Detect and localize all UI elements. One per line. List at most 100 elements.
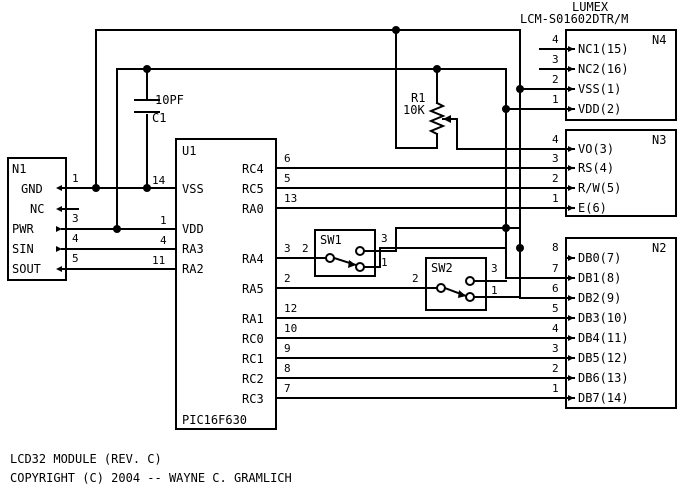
n3-pinnum-4: 1 (552, 192, 559, 205)
potentiometer-r1: R1 10K (395, 29, 567, 150)
sw2-pin-in: 2 (412, 272, 419, 285)
c1-value: 10PF (155, 93, 184, 107)
n1-pin-pwr: PWR (12, 222, 34, 236)
capacitor-c1: 10PF C1 (134, 93, 184, 125)
n2-ref: N2 (652, 241, 666, 255)
n2-pinnum-1: 8 (552, 241, 559, 254)
connector-n4: LUMEX LCM-S01602DTR/M N4 4 3 2 1 NC1(15)… (520, 0, 677, 121)
u1-pin-rc0: RC0 (242, 332, 264, 346)
u1-pin-rc1: RC1 (242, 352, 264, 366)
n1-sin-arrow (56, 246, 62, 252)
n2-pin-db6: DB6(13) (578, 371, 629, 385)
switch-sw1: SW1 2 3 1 (275, 227, 521, 277)
connector-n1: N1 GND NC PWR SIN SOUT (7, 157, 79, 281)
u1-pinnum-ra2: 11 (152, 254, 165, 267)
u1-pin-rc2: RC2 (242, 372, 264, 386)
n1-pinnum-sout: 5 (72, 252, 79, 265)
sw2-pin-b: 1 (491, 284, 498, 297)
schematic-title: LCD32 MODULE (REV. C) (10, 452, 162, 466)
n2-pin-db1: DB1(8) (578, 271, 621, 285)
r1-value: 10K (403, 103, 425, 117)
u1-pinnum-vss: 14 (152, 174, 166, 187)
n1-pinnum-sin: 4 (72, 232, 79, 245)
u1-pin-ra3: RA3 (182, 242, 204, 256)
n1-gnd-arrow (56, 185, 62, 191)
sw1-ref: SW1 (320, 233, 342, 247)
n2-pin-db5: DB5(12) (578, 351, 629, 365)
sw1-pin-in: 2 (302, 242, 309, 255)
n4-pinnum-3: 2 (552, 73, 559, 86)
n3-pin-rs: RS(4) (578, 161, 614, 175)
sw1-pin-b: 1 (381, 256, 388, 269)
u1-pin-ra1: RA1 (242, 312, 264, 326)
c1-ref: C1 (152, 111, 166, 125)
switch-sw2: SW2 2 3 1 (275, 257, 521, 311)
n4-pinnum-2: 3 (552, 53, 559, 66)
n1-pwr-arrow (56, 226, 62, 232)
n2-pinnum-6: 3 (552, 342, 559, 355)
n1-pin-sout: SOUT (12, 262, 41, 276)
n3-pinnum-2: 3 (552, 152, 559, 165)
n3-pin-rw: R/W(5) (578, 181, 621, 195)
n3-pinnum-1: 4 (552, 133, 559, 146)
n1-pin-gnd: GND (21, 182, 43, 196)
wires-left (61, 29, 521, 270)
n2-pinnum-5: 4 (552, 322, 559, 335)
lumex-label: LUMEX (572, 0, 609, 14)
n2-pinnum-3: 6 (552, 282, 559, 295)
n2-pinnum-8: 1 (552, 382, 559, 395)
n2-pin-db4: DB4(11) (578, 331, 629, 345)
n4-pin-vss: VSS(1) (578, 82, 621, 96)
u1-ref: U1 (182, 144, 196, 158)
u1-pinnum-rc5: 5 (284, 172, 291, 185)
n1-ref: N1 (12, 162, 26, 176)
n1-pin-sin: SIN (12, 242, 34, 256)
u1-pin-rc4: RC4 (242, 162, 264, 176)
n2-pinnum-4: 5 (552, 302, 559, 315)
n4-pin-nc2: NC2(16) (578, 62, 629, 76)
sw1-pin-a: 3 (381, 232, 388, 245)
u1-part: PIC16F630 (182, 413, 247, 427)
u1-pin-ra4: RA4 (242, 252, 264, 266)
n1-pin-nc: NC (30, 202, 44, 216)
n2-pin-db2: DB2(9) (578, 291, 621, 305)
wires-power-right (505, 29, 567, 299)
chip-u1: U1 PIC16F630 VSS VDD RA3 RA2 14 1 4 11 R… (152, 138, 297, 430)
n4-ref: N4 (652, 33, 666, 47)
u1-pinnum-ra3: 4 (160, 234, 167, 247)
u1-pin-rc5: RC5 (242, 182, 264, 196)
n4-pinnum-4: 1 (552, 93, 559, 106)
n1-pinnum-gnd: 1 (72, 172, 79, 185)
sw2-ref: SW2 (431, 261, 453, 275)
n4-pin-vdd: VDD(2) (578, 102, 621, 116)
wires-databus (275, 277, 567, 399)
n3-pin-vo: VO(3) (578, 142, 614, 156)
n4-pin-nc1: NC1(15) (578, 42, 629, 56)
u1-pinnum-rc3: 7 (284, 382, 291, 395)
r1-ref: R1 (411, 91, 425, 105)
u1-pinnum-rc0: 10 (284, 322, 297, 335)
u1-pin-vss: VSS (182, 182, 204, 196)
u1-pin-ra2: RA2 (182, 262, 204, 276)
n2-pinnum-2: 7 (552, 262, 559, 275)
connector-n3: N3 4 3 2 1 VO(3) RS(4) R/W(5) E(6) (552, 129, 677, 217)
n1-nc-arrow (56, 206, 62, 212)
u1-pinnum-vdd: 1 (160, 214, 167, 227)
u1-pinnum-rc2: 8 (284, 362, 291, 375)
wires-control (275, 167, 567, 209)
n2-pin-db3: DB3(10) (578, 311, 629, 325)
u1-pinnum-rc1: 9 (284, 342, 291, 355)
n3-pin-e: E(6) (578, 201, 607, 215)
u1-pinnum-ra4: 3 (284, 242, 291, 255)
n2-pin-db0: DB0(7) (578, 251, 621, 265)
schematic-copyright: COPYRIGHT (C) 2004 -- WAYNE C. GRAMLICH (10, 471, 292, 485)
n2-pin-db7: DB7(14) (578, 391, 629, 405)
n4-pinnum-1: 4 (552, 33, 559, 46)
junctions (92, 26, 524, 252)
u1-pinnum-ra1: 12 (284, 302, 297, 315)
sw2-pin-a: 3 (491, 262, 498, 275)
u1-pinnum-rc4: 6 (284, 152, 291, 165)
connector-n2: N2 8 7 6 5 4 3 2 1 DB0(7) DB1(8) DB2(9) … (552, 237, 677, 409)
u1-pinnum-ra0: 13 (284, 192, 297, 205)
